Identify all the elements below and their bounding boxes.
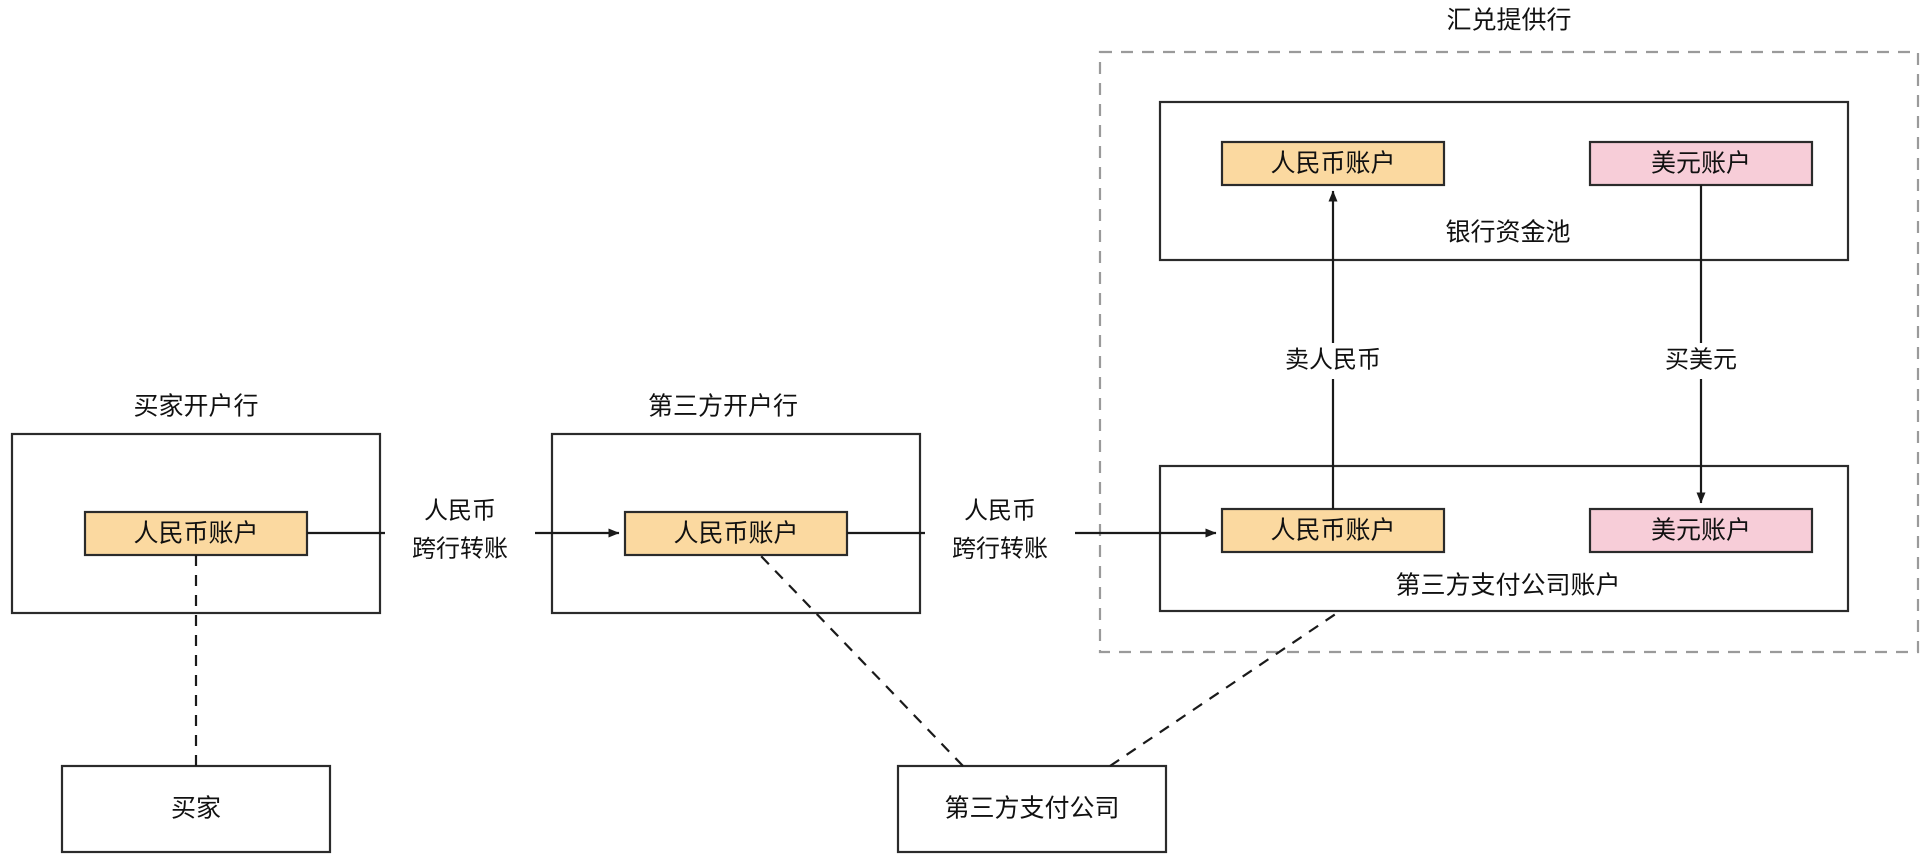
account-thirdparty-bank-rmb-box[interactable] — [623, 510, 849, 557]
edge-transfer-2-label-bg — [925, 492, 1075, 570]
edge-transfer-2-label-line2: 跨行转账 — [952, 535, 1048, 562]
account-buyer-bank-rmb[interactable]: 人民币账户 — [83, 510, 309, 557]
edge-sell-rmb-label: 卖人民币 — [1285, 346, 1381, 373]
container-thirdparty-payment-account-label: 第三方支付公司账户 — [1395, 572, 1620, 600]
account-pool-rmb[interactable]: 人民币账户 — [1220, 140, 1446, 187]
account-thirdparty-bank-rmb[interactable]: 人民币账户 — [623, 510, 849, 557]
account-tp-usd[interactable]: 美元账户 — [1588, 507, 1814, 554]
edge-transfer-1-label-line2: 跨行转账 — [412, 535, 508, 562]
account-tp-usd-box[interactable] — [1588, 507, 1814, 554]
edge-tpcompany-to-tp-account-line — [1109, 610, 1341, 767]
account-pool-rmb-box[interactable] — [1220, 140, 1446, 187]
container-bank-fund-pool-label: 银行资金池 — [1445, 219, 1570, 247]
node-buyer-label: 买家 — [171, 795, 221, 823]
container-buyer-bank-label: 买家开户行 — [133, 393, 258, 421]
account-tp-usd-label: 美元账户 — [1651, 517, 1751, 545]
group-fx-provider-bank-label: 汇兑提供行 — [1446, 7, 1571, 35]
account-pool-usd-label: 美元账户 — [1651, 150, 1751, 178]
node-buyer-box[interactable] — [60, 764, 332, 854]
group-fx-provider-bank-border — [1098, 50, 1920, 654]
account-tp-rmb-box[interactable] — [1220, 507, 1446, 554]
container-thirdparty-bank[interactable]: 第三方开户行 — [550, 393, 922, 615]
account-buyer-bank-rmb-box[interactable] — [83, 510, 309, 557]
edge-transfer-2-label-line1: 人民币 — [964, 497, 1036, 524]
node-thirdparty-payment-company[interactable]: 第三方支付公司 — [896, 764, 1168, 854]
account-tp-rmb[interactable]: 人民币账户 — [1220, 507, 1446, 554]
node-buyer[interactable]: 买家 — [60, 764, 332, 854]
edge-sell-rmb-label-bg — [1253, 343, 1413, 379]
account-tp-rmb-label: 人民币账户 — [1270, 517, 1395, 545]
account-buyer-bank-rmb-label: 人民币账户 — [133, 520, 258, 548]
node-thirdparty-payment-company-box[interactable] — [896, 764, 1168, 854]
group-fx-provider-bank: 汇兑提供行 — [1098, 7, 1920, 654]
edge-transfer-1-label-line1: 人民币 — [424, 497, 496, 524]
account-pool-usd-box[interactable] — [1588, 140, 1814, 187]
edge-tpcompany-to-thirdparty-bank-line — [759, 554, 964, 767]
account-thirdparty-bank-rmb-label: 人民币账户 — [673, 520, 798, 548]
node-thirdparty-payment-company-label: 第三方支付公司 — [944, 795, 1119, 823]
edge-buy-usd-label-bg — [1631, 343, 1771, 379]
account-pool-usd[interactable]: 美元账户 — [1588, 140, 1814, 187]
container-thirdparty-bank-label: 第三方开户行 — [648, 393, 798, 421]
edge-buy-usd-label: 买美元 — [1665, 346, 1737, 373]
edge-transfer-1-label-bg — [385, 492, 535, 570]
account-pool-rmb-label: 人民币账户 — [1270, 150, 1395, 178]
